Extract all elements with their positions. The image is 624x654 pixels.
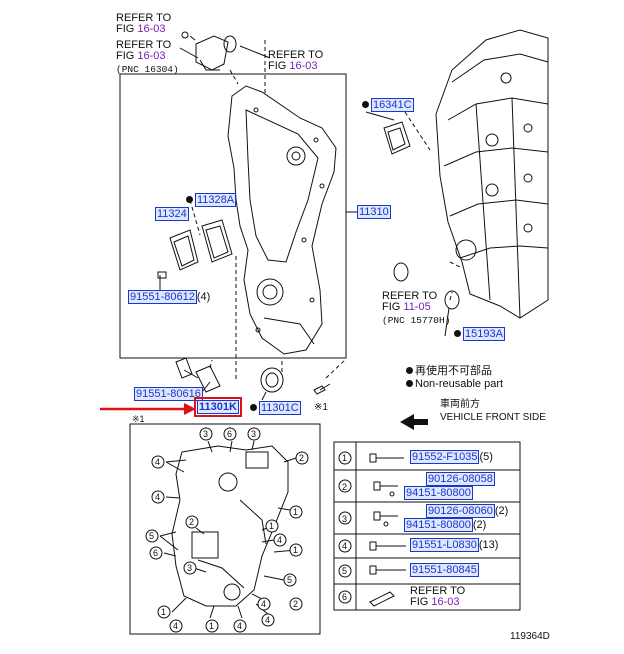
- callout-number: 3: [203, 429, 209, 439]
- callout-number: 4: [265, 615, 271, 625]
- callout-number: 1: [293, 507, 299, 517]
- part-11310[interactable]: 11310: [357, 205, 391, 219]
- refer-to-fig-11-05: REFER TO FIG 11-05 (PNC 15770H): [382, 290, 451, 327]
- bolt-part-number[interactable]: 91551-80845: [410, 563, 479, 577]
- callout-number: 5: [149, 531, 155, 541]
- part-11328a[interactable]: 11328A: [186, 193, 237, 207]
- callout-number: 2: [293, 599, 299, 609]
- refer-to-fig-16-03-a: REFER TO FIG 16-03: [116, 12, 172, 35]
- legend-non-reusable: 再使用不可部品 Non-reusable part: [406, 366, 503, 390]
- dot-icon: [406, 367, 413, 374]
- callout-number: 2: [189, 517, 195, 527]
- part-91551-80616[interactable]: 91551-80616: [134, 387, 203, 401]
- dot-icon: [406, 380, 413, 387]
- star-mark: ※1: [314, 402, 328, 413]
- callout-number: 2: [299, 453, 305, 463]
- callout-number: 3: [251, 429, 257, 439]
- bolt-part-number[interactable]: 94151-80800: [404, 486, 473, 500]
- non-reusable-dot-icon: [362, 101, 369, 108]
- callout-number: 6: [153, 548, 159, 558]
- callout-number: 1: [209, 621, 215, 631]
- diagram-id: 119364D: [510, 631, 550, 642]
- bolt-part-number[interactable]: 91551-L0830(13): [410, 538, 499, 552]
- non-reusable-dot-icon: [186, 196, 193, 203]
- part-11301k[interactable]: 11301K: [194, 397, 242, 417]
- bolt-row-number: 3: [342, 514, 348, 524]
- callout-number: 6: [227, 429, 233, 439]
- callout-number: 4: [277, 535, 283, 545]
- bolt-part-number[interactable]: 94151-80800(2): [404, 518, 487, 532]
- callout-number: 4: [155, 492, 161, 502]
- callout-number: 1: [269, 521, 275, 531]
- callout-number: 4: [261, 599, 267, 609]
- callout-number: 1: [161, 607, 167, 617]
- part-16341c[interactable]: 16341C: [362, 98, 414, 112]
- vehicle-front-label: 車両前方 VEHICLE FRONT SIDE: [440, 399, 546, 423]
- non-reusable-dot-icon: [250, 404, 257, 411]
- callout-number: 4: [237, 621, 243, 631]
- bolt-row-number: 2: [342, 482, 348, 492]
- bolt-row-number: 4: [342, 541, 348, 551]
- part-15193a[interactable]: 15193A: [454, 327, 505, 341]
- bolt-part-number[interactable]: 91552-F1035(5): [410, 450, 493, 464]
- callout-number: 5: [287, 575, 293, 585]
- refer-to-fig-16-03-c: REFER TO FIG 16-03: [268, 49, 324, 72]
- callout-number: 4: [173, 621, 179, 631]
- callout-number: 1: [293, 545, 299, 555]
- callout-number: 3: [187, 563, 193, 573]
- bolt-row-number: 1: [342, 453, 348, 463]
- part-91551-80612[interactable]: 91551-80612(4): [128, 290, 211, 304]
- bolt-part-number[interactable]: 90126-08058: [426, 472, 495, 486]
- part-11301c[interactable]: 11301C: [250, 401, 301, 415]
- part-11324[interactable]: 11324: [155, 207, 189, 221]
- callout-number: 4: [155, 457, 161, 467]
- bolt-part-number[interactable]: 90126-08060(2): [426, 504, 509, 518]
- refer-to-fig-16-03-b: REFER TO FIG 16-03 (PNC 16304): [116, 39, 179, 76]
- bolt-row-number: 6: [342, 592, 348, 602]
- star-mark-bottom: ※1: [132, 414, 145, 424]
- non-reusable-dot-icon: [454, 330, 461, 337]
- bolt-row-number: 5: [342, 566, 348, 576]
- highlighted-part-box: 11301K: [194, 397, 242, 417]
